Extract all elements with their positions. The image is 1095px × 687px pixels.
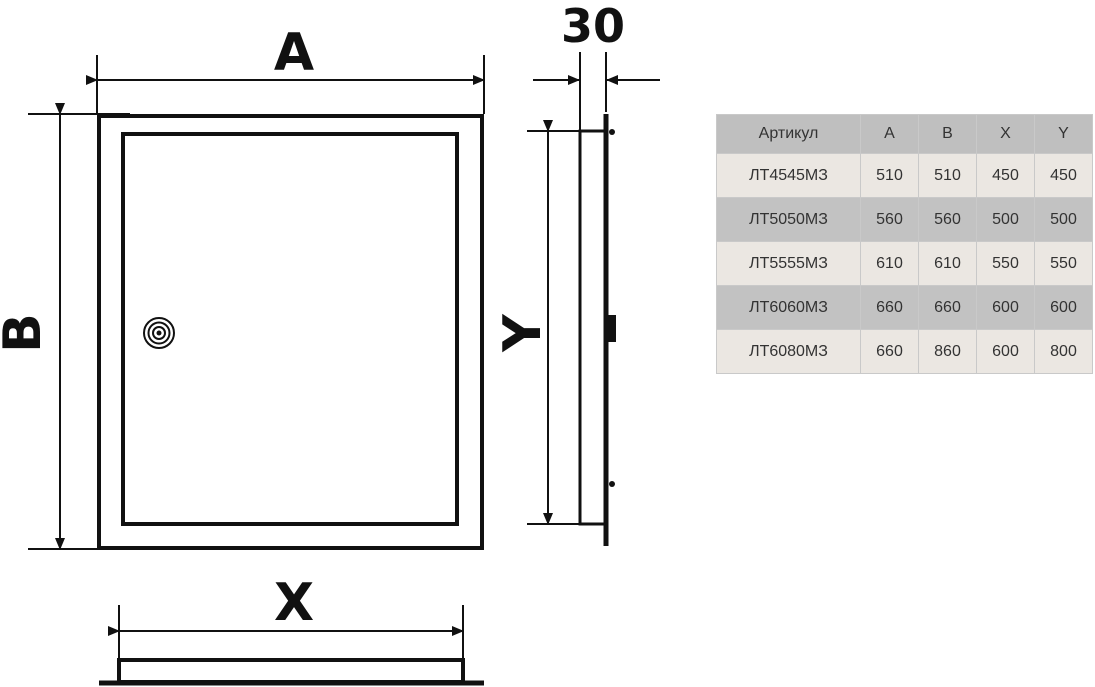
dimension-y: Y [493, 120, 580, 525]
header-article: Артикул [716, 114, 861, 154]
dimension-b: B [0, 103, 130, 550]
table-cell: 860 [918, 329, 977, 374]
table-row: ЛТ6060МЗ 660 660 600 600 [716, 285, 1093, 330]
table-cell: 660 [860, 285, 919, 330]
table-cell: 500 [1034, 197, 1093, 242]
dimension-depth: 30 [533, 0, 660, 131]
table-row: ЛТ6080МЗ 660 860 600 800 [716, 329, 1093, 374]
bottom-frame [117, 658, 465, 684]
dimension-y-label: Y [493, 313, 553, 353]
table-cell: ЛТ5050МЗ [716, 197, 861, 242]
dimension-b-label: B [0, 313, 53, 353]
table-cell: ЛТ6080МЗ [716, 329, 861, 374]
table-cell: 600 [976, 329, 1035, 374]
dimension-a: A [86, 23, 485, 114]
door-outer-frame [97, 114, 484, 550]
table-cell: 600 [1034, 285, 1093, 330]
table-cell: 450 [1034, 153, 1093, 198]
table-row: ЛТ5555МЗ 610 610 550 550 [716, 241, 1093, 286]
table-cell: 660 [918, 285, 977, 330]
table-cell: 510 [860, 153, 919, 198]
table-cell: 610 [860, 241, 919, 286]
table-cell: 550 [976, 241, 1035, 286]
table-cell: 660 [860, 329, 919, 374]
header-y: Y [1034, 114, 1093, 154]
table-row: ЛТ5050МЗ 560 560 500 500 [716, 197, 1093, 242]
table-cell: 560 [918, 197, 977, 242]
side-view [578, 114, 616, 546]
table-cell: 510 [918, 153, 977, 198]
table-row: ЛТ4545МЗ 510 510 450 450 [716, 153, 1093, 198]
table-header-row: Артикул A B X Y [716, 114, 1093, 154]
side-frame [578, 129, 608, 526]
table-cell: ЛТ5555МЗ [716, 241, 861, 286]
dimension-depth-label: 30 [561, 0, 625, 53]
table-cell: ЛТ4545МЗ [716, 153, 861, 198]
table-cell: 450 [976, 153, 1035, 198]
header-x: X [976, 114, 1035, 154]
side-latch [606, 315, 616, 342]
lock-icon [143, 317, 175, 349]
dimension-a-label: A [274, 23, 314, 83]
table-cell: 610 [918, 241, 977, 286]
header-b: B [918, 114, 977, 154]
header-a: A [860, 114, 919, 154]
front-view [97, 114, 484, 550]
table-cell: ЛТ6060МЗ [716, 285, 861, 330]
table-cell: 800 [1034, 329, 1093, 374]
table-cell: 500 [976, 197, 1035, 242]
table-cell: 560 [860, 197, 919, 242]
table-cell: 550 [1034, 241, 1093, 286]
dimension-x-label: X [274, 573, 314, 633]
table-cell: 600 [976, 285, 1035, 330]
specification-table: Артикул A B X Y ЛТ4545МЗ 510 510 450 450… [716, 114, 1093, 374]
bottom-view: X [99, 573, 484, 686]
door-inner-panel [121, 132, 459, 526]
